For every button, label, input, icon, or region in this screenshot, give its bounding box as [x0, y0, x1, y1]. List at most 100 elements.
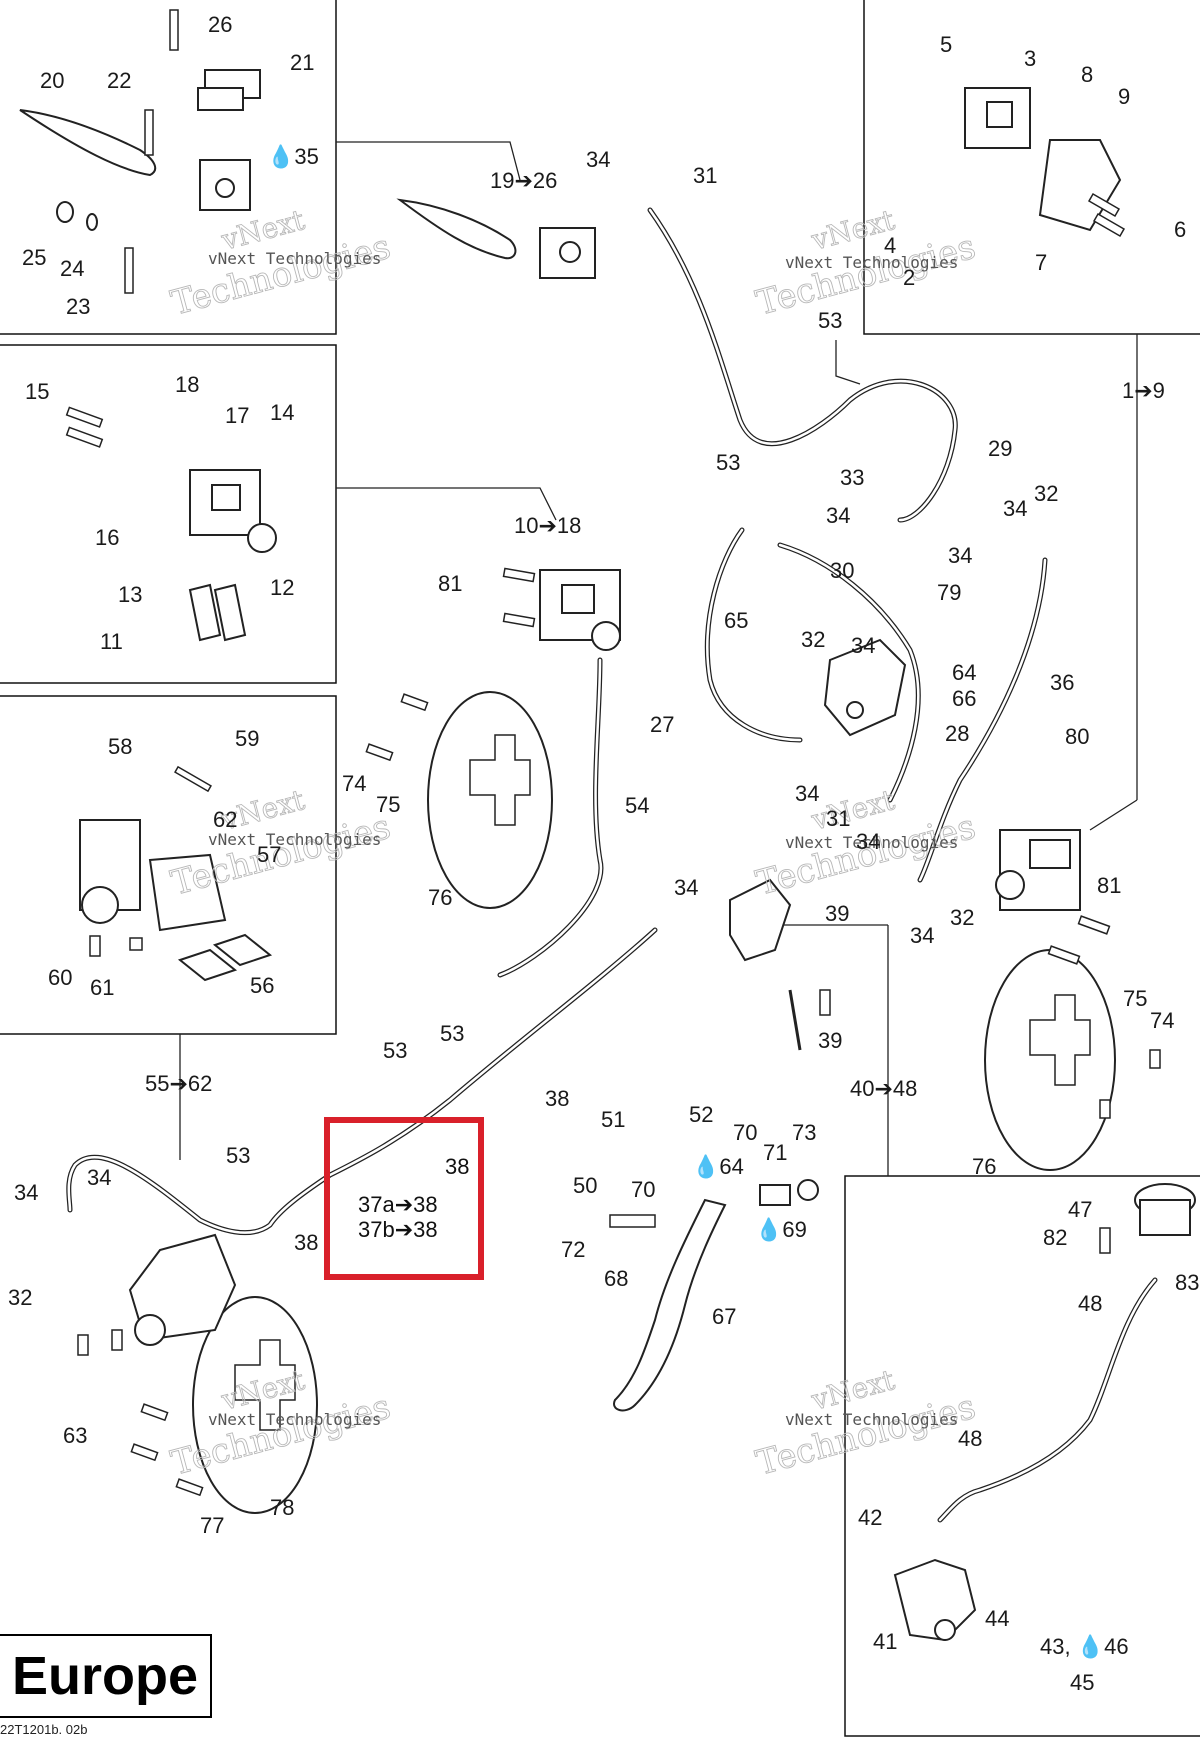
callout-80: 80 — [1065, 724, 1089, 749]
callout-75: 75 — [1123, 986, 1147, 1011]
callout-34: 34 — [14, 1180, 38, 1205]
callout-34: 34 — [948, 543, 972, 568]
brake-pedal-icon — [613, 1198, 727, 1412]
callout-6: 6 — [1174, 217, 1186, 242]
callout-69: 💧69 — [755, 1217, 807, 1242]
callout-64: 💧64 — [692, 1154, 744, 1179]
callout-39: 39 — [825, 901, 849, 926]
brake-disc-front-left — [427, 691, 553, 909]
watermark-caption: vNext Technologies — [208, 830, 381, 849]
panel-rear-caliper-detail — [0, 344, 337, 684]
callout-75: 75 — [376, 792, 400, 817]
callout-12: 12 — [270, 575, 294, 600]
callout-62: 62 — [213, 807, 237, 832]
callout-26: 26 — [208, 12, 232, 37]
callout-39: 39 — [818, 1028, 842, 1053]
callout-56: 56 — [250, 973, 274, 998]
callout-53: 53 — [716, 450, 740, 475]
panel-parking-caliper-detail — [0, 695, 337, 1035]
callout-4: 4 — [884, 233, 896, 258]
callout-34: 34 — [851, 633, 875, 658]
callout-16: 16 — [95, 525, 119, 550]
callout-70: 70 — [631, 1177, 655, 1202]
callout-22: 22 — [107, 68, 131, 93]
callout-37a-38: 37a➔38 — [358, 1192, 438, 1217]
callout-9: 9 — [1118, 84, 1130, 109]
callout-67: 67 — [712, 1304, 736, 1329]
callout-25: 25 — [22, 245, 46, 270]
callout-33: 33 — [840, 465, 864, 490]
callout-68: 68 — [604, 1266, 628, 1291]
callout-34: 34 — [586, 147, 610, 172]
callout-60: 60 — [48, 965, 72, 990]
brake-disc-rear — [192, 1296, 318, 1514]
callout-14: 14 — [270, 400, 294, 425]
master-cylinder-icon — [893, 1558, 977, 1642]
region-label: Europe — [0, 1634, 212, 1718]
callout-38-highlighted: 38 — [445, 1154, 470, 1179]
callout-34: 34 — [826, 503, 850, 528]
callout-41: 41 — [873, 1629, 897, 1654]
callout-81: 81 — [438, 571, 462, 596]
callout-34: 34 — [795, 781, 819, 806]
callout-18: 18 — [175, 372, 199, 397]
callout-66: 66 — [952, 686, 976, 711]
watermark-caption: vNext Technologies — [208, 1410, 381, 1429]
junction-block-icon — [729, 878, 792, 962]
callout-77: 77 — [200, 1513, 224, 1538]
callout-32: 32 — [1034, 481, 1058, 506]
connector-lines — [179, 141, 1138, 1176]
callout-74: 74 — [1150, 1008, 1174, 1033]
callout-52: 52 — [689, 1102, 713, 1127]
callout-2: 2 — [903, 265, 915, 290]
callout-53: 53 — [818, 308, 842, 333]
panel-foot-master-cylinder — [844, 1175, 1200, 1737]
callout-48: 48 — [958, 1426, 982, 1451]
callout-24: 24 — [60, 256, 84, 281]
callout-29: 29 — [988, 436, 1012, 461]
callout-13: 13 — [118, 582, 142, 607]
callout-65: 65 — [724, 608, 748, 633]
callout-21: 21 — [290, 50, 314, 75]
brake-hoses-inner — [67, 208, 1157, 1522]
callout-71: 71 — [763, 1140, 787, 1165]
callout-82: 82 — [1043, 1225, 1067, 1250]
callout-34: 34 — [856, 829, 880, 854]
watermark-caption: vNext Technologies — [785, 833, 958, 852]
callout-28: 28 — [945, 721, 969, 746]
callout-32: 32 — [8, 1285, 32, 1310]
callout-31: 31 — [693, 163, 717, 188]
callout-76: 76 — [972, 1154, 996, 1179]
callout-labels: 20 22 26 21 💧35 25 24 23 19➔26 34 31 5 3… — [8, 12, 1199, 1695]
callout-43-46: 43, 💧46 — [1040, 1634, 1129, 1659]
callout-50: 50 — [573, 1173, 597, 1198]
callout-3: 3 — [1024, 46, 1036, 71]
callout-53: 53 — [226, 1143, 250, 1168]
callout-11: 11 — [100, 629, 123, 654]
callout-34: 34 — [87, 1165, 111, 1190]
callout-83: 83 — [1175, 1270, 1199, 1295]
callout-45: 45 — [1070, 1670, 1094, 1695]
callout-63: 63 — [63, 1423, 87, 1448]
callout-10-18: 10➔18 — [514, 513, 581, 538]
callout-81: 81 — [1097, 873, 1121, 898]
callout-74: 74 — [342, 771, 366, 796]
callout-17: 17 — [225, 403, 249, 428]
callout-58: 58 — [108, 734, 132, 759]
callout-38: 38 — [545, 1086, 569, 1111]
valve-block-icon — [823, 638, 907, 737]
callout-27: 27 — [650, 712, 674, 737]
callout-44: 44 — [985, 1606, 1009, 1631]
callout-78: 78 — [270, 1495, 294, 1520]
callout-23: 23 — [66, 294, 90, 319]
callout-8: 8 — [1081, 62, 1093, 87]
panel-handlebar-master-cylinder — [0, 0, 337, 335]
callout-36: 36 — [1050, 670, 1074, 695]
callout-35: 💧35 — [267, 144, 319, 169]
callout-5: 5 — [940, 32, 952, 57]
components — [19, 69, 1196, 1642]
callout-42: 42 — [858, 1505, 882, 1530]
brake-disc-front-right — [984, 949, 1116, 1171]
